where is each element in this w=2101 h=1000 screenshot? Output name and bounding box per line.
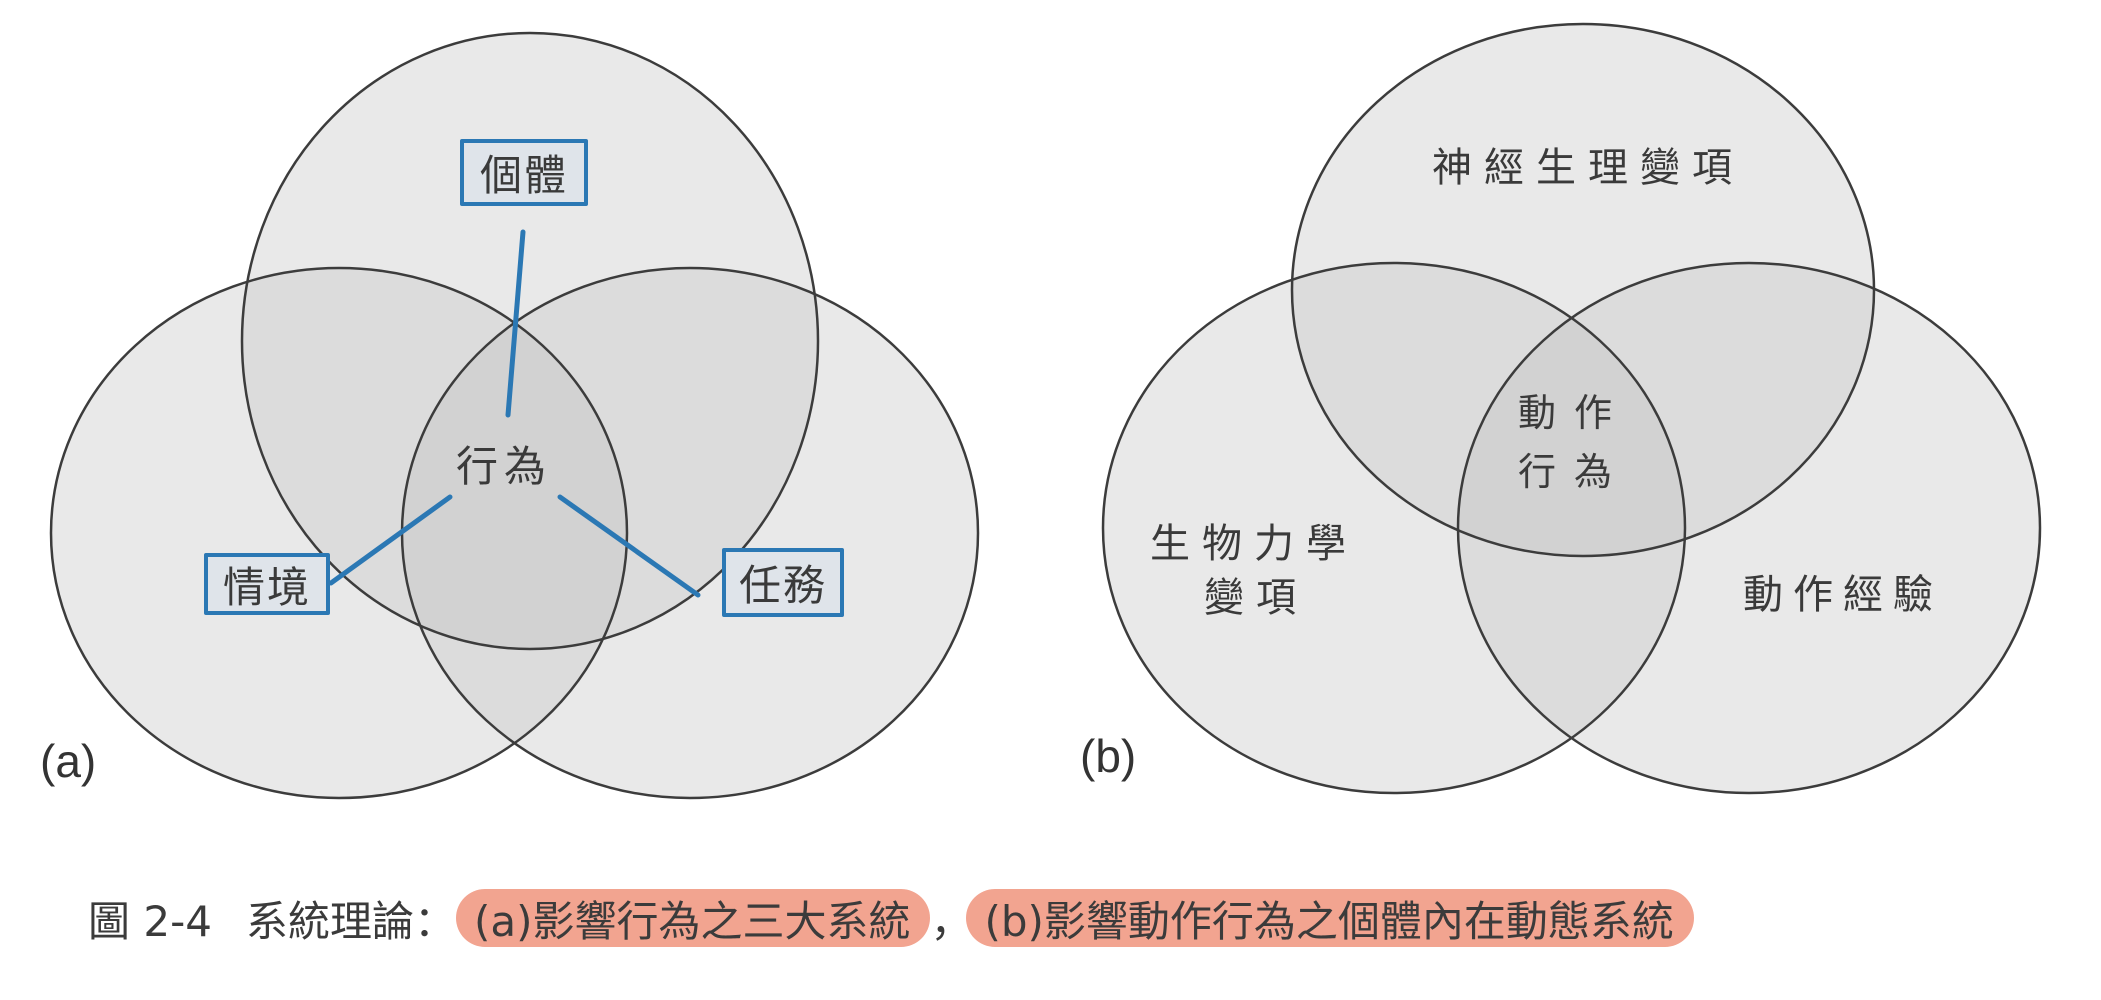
caption-part-a: (a)影響行為之三大系統 bbox=[473, 896, 911, 946]
connector-individual bbox=[505, 229, 526, 418]
label-motor-experience: 動作經驗 bbox=[1743, 572, 1943, 618]
caption-part-b: (b)影響動作行為之個體內在動態系統 bbox=[984, 896, 1674, 946]
label-individual: 個體 bbox=[479, 151, 568, 200]
center-label-motor-line2: 行為 bbox=[1518, 450, 1631, 494]
label-neurophysiological: 神經生理變項 bbox=[1432, 145, 1744, 191]
center-label-motor-line1: 動作 bbox=[1518, 391, 1631, 435]
caption-separator: ， bbox=[930, 896, 973, 946]
label-task: 任務 bbox=[738, 561, 827, 610]
panel-label-a: (a) bbox=[40, 735, 97, 787]
label-box-individual: 個體 bbox=[460, 139, 588, 206]
venn-a bbox=[49, 31, 980, 800]
label-box-environment: 情境 bbox=[204, 553, 330, 615]
venn-b bbox=[1101, 22, 2042, 795]
connector-task bbox=[557, 494, 701, 598]
label-biomechanical-line2: 變項 bbox=[1204, 575, 1308, 621]
caption-title: 系統理論： bbox=[245, 896, 456, 946]
caption-highlight-a: (a)影響行為之三大系統 bbox=[455, 889, 931, 947]
panel-label-b: (b) bbox=[1080, 730, 1137, 782]
label-box-task: 任務 bbox=[722, 548, 844, 617]
caption-highlight-b: (b)影響動作行為之個體內在動態系統 bbox=[966, 889, 1694, 947]
connector-environment bbox=[328, 494, 453, 586]
center-label-behavior: 行為 bbox=[456, 442, 553, 491]
caption-figure-number: 圖 2-4 bbox=[88, 896, 212, 946]
label-biomechanical-line1: 生物力學 bbox=[1150, 521, 1358, 567]
label-environment: 情境 bbox=[222, 562, 311, 612]
figure-caption: 圖 2-4 系統理論： (a)影響行為之三大系統 ， (b)影響動作行為之個體內… bbox=[88, 889, 1694, 947]
